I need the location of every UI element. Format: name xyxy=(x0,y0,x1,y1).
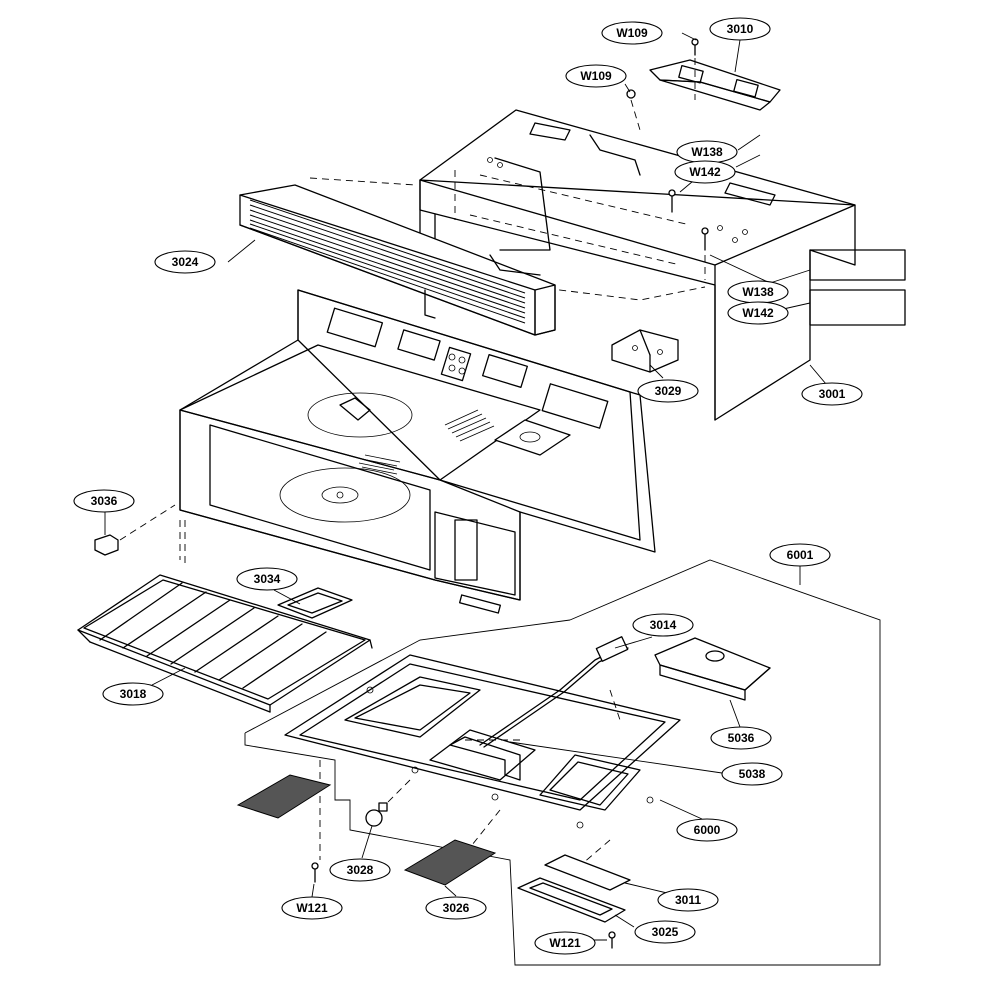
callout-label: 3028 xyxy=(347,863,374,877)
oven-cavity xyxy=(179,289,656,614)
base-6000 xyxy=(284,654,681,829)
callout-label: W142 xyxy=(742,306,774,320)
callout-label: W121 xyxy=(296,901,328,915)
callout-label: 3036 xyxy=(91,494,118,508)
callout-3034: 3034 xyxy=(236,567,298,591)
wire-harness-3014 xyxy=(479,636,629,748)
screw-w109-a xyxy=(691,38,699,100)
lamp-3028 xyxy=(365,802,388,827)
callout-3001: 3001 xyxy=(801,382,863,406)
callout-label: 3014 xyxy=(650,618,677,632)
screw-w109-b xyxy=(626,89,641,131)
bracket-3029 xyxy=(611,329,679,373)
callout-3011: 3011 xyxy=(657,888,719,912)
callout-label: W138 xyxy=(742,285,774,299)
callout-w121-right: W121 xyxy=(534,931,596,955)
screw-w142-b xyxy=(701,227,709,280)
enclosure-6001 xyxy=(244,559,881,966)
callout-label: 3010 xyxy=(727,22,754,36)
vent-floor xyxy=(358,454,401,475)
callout-label: W121 xyxy=(549,936,581,950)
callout-label: W138 xyxy=(691,145,723,159)
rack-3018 xyxy=(77,574,373,713)
callout-label: 3025 xyxy=(652,925,679,939)
callout-5036: 5036 xyxy=(710,726,772,750)
callout-w142-top: W142 xyxy=(674,160,736,184)
callout-3025: 3025 xyxy=(634,920,696,944)
callout-w121-left: W121 xyxy=(281,896,343,920)
screw-w142-a xyxy=(668,189,676,213)
callout-label: 3029 xyxy=(655,384,682,398)
grille-3024 xyxy=(239,184,556,336)
lamp-holder-3025 xyxy=(517,877,626,923)
callout-label: 5036 xyxy=(728,731,755,745)
callout-label: 3024 xyxy=(172,255,199,269)
callout-label: 3018 xyxy=(120,687,147,701)
grease-filter-left xyxy=(236,774,332,819)
screw-w121-right xyxy=(608,931,616,949)
callout-3010: 3010 xyxy=(709,17,771,41)
callout-3029: 3029 xyxy=(637,379,699,403)
latch-3036 xyxy=(94,504,176,556)
callout-label: 3034 xyxy=(254,572,281,586)
cover-3034 xyxy=(277,587,353,619)
callout-3018: 3018 xyxy=(102,682,164,706)
callout-label: 6001 xyxy=(787,548,814,562)
grease-filter-3026 xyxy=(403,839,497,886)
vent-top xyxy=(444,409,495,442)
callout-3024: 3024 xyxy=(154,250,216,274)
callout-label: W109 xyxy=(616,26,648,40)
callout-label: 6000 xyxy=(694,823,721,837)
bracket-3010 xyxy=(649,59,781,111)
callout-w109-mid: W109 xyxy=(565,64,627,88)
grille-slots xyxy=(249,199,526,324)
callout-w142-right: W142 xyxy=(727,301,789,325)
callout-label: 3001 xyxy=(819,387,846,401)
callout-label: W142 xyxy=(689,165,721,179)
callout-6000: 6000 xyxy=(676,818,738,842)
callout-3026: 3026 xyxy=(425,896,487,920)
callout-w138-right: W138 xyxy=(727,280,789,304)
callout-3036: 3036 xyxy=(73,489,135,513)
callout-3028: 3028 xyxy=(329,858,391,882)
callout-w138-top: W138 xyxy=(676,140,738,164)
callout-label: 5038 xyxy=(739,767,766,781)
callout-6001: 6001 xyxy=(769,543,831,567)
callout-label: W109 xyxy=(580,69,612,83)
cover-5036 xyxy=(654,637,771,701)
callout-label: 3011 xyxy=(675,893,701,907)
callout-3014: 3014 xyxy=(632,613,694,637)
screw-w121-left xyxy=(311,862,319,883)
callout-5038: 5038 xyxy=(721,762,783,786)
callout-label: 3026 xyxy=(443,901,470,915)
lamp-cover-3011 xyxy=(544,854,631,891)
callout-w109-top: W109 xyxy=(601,21,663,45)
